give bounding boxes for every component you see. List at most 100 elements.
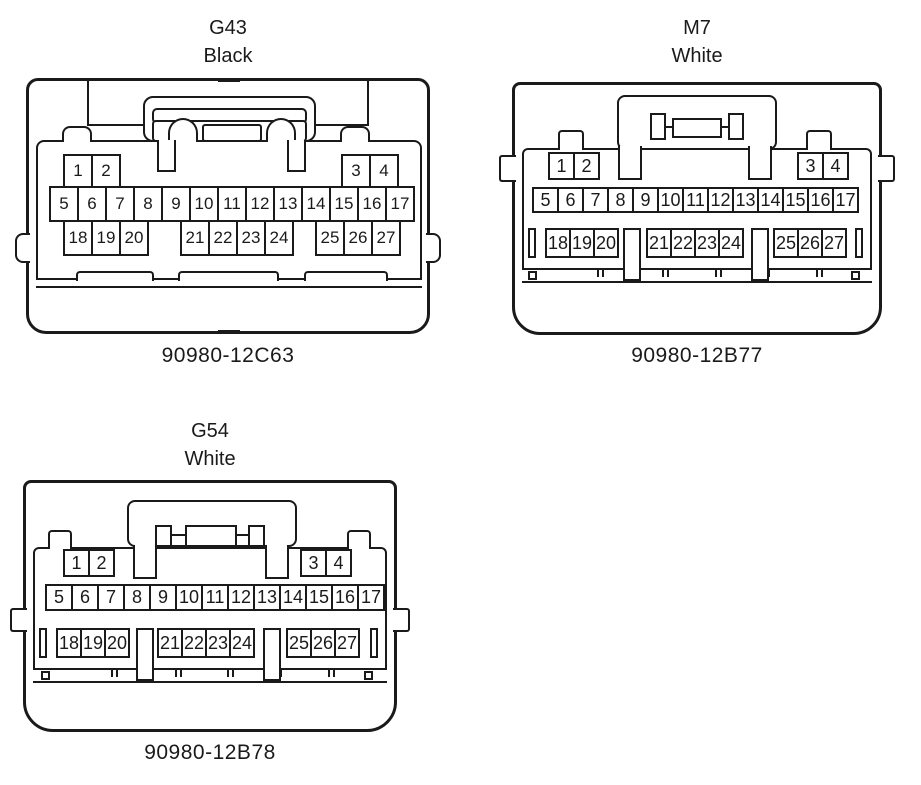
pin-26: 26 <box>343 220 373 256</box>
pin-4: 4 <box>325 549 352 577</box>
rail-tick <box>602 268 604 277</box>
latch-leg-right <box>287 140 306 172</box>
rail-tick <box>116 668 118 677</box>
pin-19: 19 <box>80 628 106 658</box>
pin-13: 13 <box>273 186 303 222</box>
pin-13: 13 <box>253 584 281 611</box>
rail-tick <box>180 668 182 677</box>
pin-14: 14 <box>757 187 784 213</box>
rail-square-right <box>364 671 373 680</box>
pin-15: 15 <box>305 584 333 611</box>
pin-1: 1 <box>548 152 575 180</box>
pin-15: 15 <box>782 187 809 213</box>
connector-m7: M7 White <box>499 16 895 381</box>
pin-24: 24 <box>718 228 744 258</box>
rail-square-left <box>41 671 50 680</box>
rail-tick <box>280 668 282 677</box>
pin-8: 8 <box>123 584 151 611</box>
pin-19: 19 <box>91 220 121 256</box>
pin-6: 6 <box>557 187 584 213</box>
latch-lock-bar <box>202 124 262 142</box>
rail-plateau-left <box>76 271 154 281</box>
pin-16: 16 <box>331 584 359 611</box>
latch-link-right <box>235 534 248 536</box>
latch-dome-right <box>266 118 296 142</box>
pin-8: 8 <box>133 186 163 222</box>
latch-slot-left <box>155 525 172 547</box>
pin-9: 9 <box>161 186 191 222</box>
pin-16: 16 <box>807 187 834 213</box>
pin-22: 22 <box>181 628 207 658</box>
end-slot-left <box>39 628 47 658</box>
pin-2: 2 <box>88 549 115 577</box>
latch-link-left <box>666 126 674 128</box>
rail-square-right <box>851 271 860 280</box>
pin-26: 26 <box>797 228 823 258</box>
mount-ear-left <box>15 233 30 263</box>
rail-tick <box>328 668 330 677</box>
guide-bump-right <box>806 130 832 150</box>
group-separator-right <box>751 228 769 281</box>
latch-lock-bar <box>672 118 722 138</box>
pin-12: 12 <box>707 187 734 213</box>
pin-22: 22 <box>670 228 696 258</box>
pin-12: 12 <box>245 186 275 222</box>
connector-id-label: G43 <box>209 17 247 39</box>
latch-link-right <box>720 126 730 128</box>
pin-3: 3 <box>797 152 824 180</box>
pin-12: 12 <box>227 584 255 611</box>
end-slot-right <box>855 228 863 258</box>
group-separator-left <box>623 228 641 281</box>
pin-5: 5 <box>49 186 79 222</box>
pin-11: 11 <box>217 186 247 222</box>
rail-tick <box>768 268 770 277</box>
group-separator-right <box>263 628 281 681</box>
pin-21: 21 <box>157 628 183 658</box>
pin-14: 14 <box>301 186 331 222</box>
connector-id-label: G54 <box>191 420 229 442</box>
mount-tab-left <box>10 608 27 632</box>
guide-bump-right <box>340 126 370 142</box>
rim-line-right-horizontal <box>313 124 369 126</box>
pin-27: 27 <box>334 628 360 658</box>
pin-8: 8 <box>607 187 634 213</box>
pin-18: 18 <box>63 220 93 256</box>
connector-color-label: White <box>184 448 236 470</box>
bottom-rail <box>522 268 872 283</box>
index-notch-top <box>218 78 240 82</box>
guide-bump-left <box>558 130 584 150</box>
rail-tick <box>720 268 722 277</box>
pin-4: 4 <box>822 152 849 180</box>
rail-plateau-right <box>304 271 388 281</box>
pin-7: 7 <box>582 187 609 213</box>
pin-25: 25 <box>315 220 345 256</box>
pin-26: 26 <box>310 628 336 658</box>
latch-slot-right <box>248 525 265 547</box>
pin-6: 6 <box>77 186 107 222</box>
end-slot-left <box>528 228 536 258</box>
pin-24: 24 <box>229 628 255 658</box>
pin-5: 5 <box>532 187 559 213</box>
pin-10: 10 <box>175 584 203 611</box>
part-number: 90980-12B77 <box>631 344 763 367</box>
pin-1: 1 <box>63 549 90 577</box>
pin-7: 7 <box>105 186 135 222</box>
pin-20: 20 <box>104 628 130 658</box>
pin-14: 14 <box>279 584 307 611</box>
